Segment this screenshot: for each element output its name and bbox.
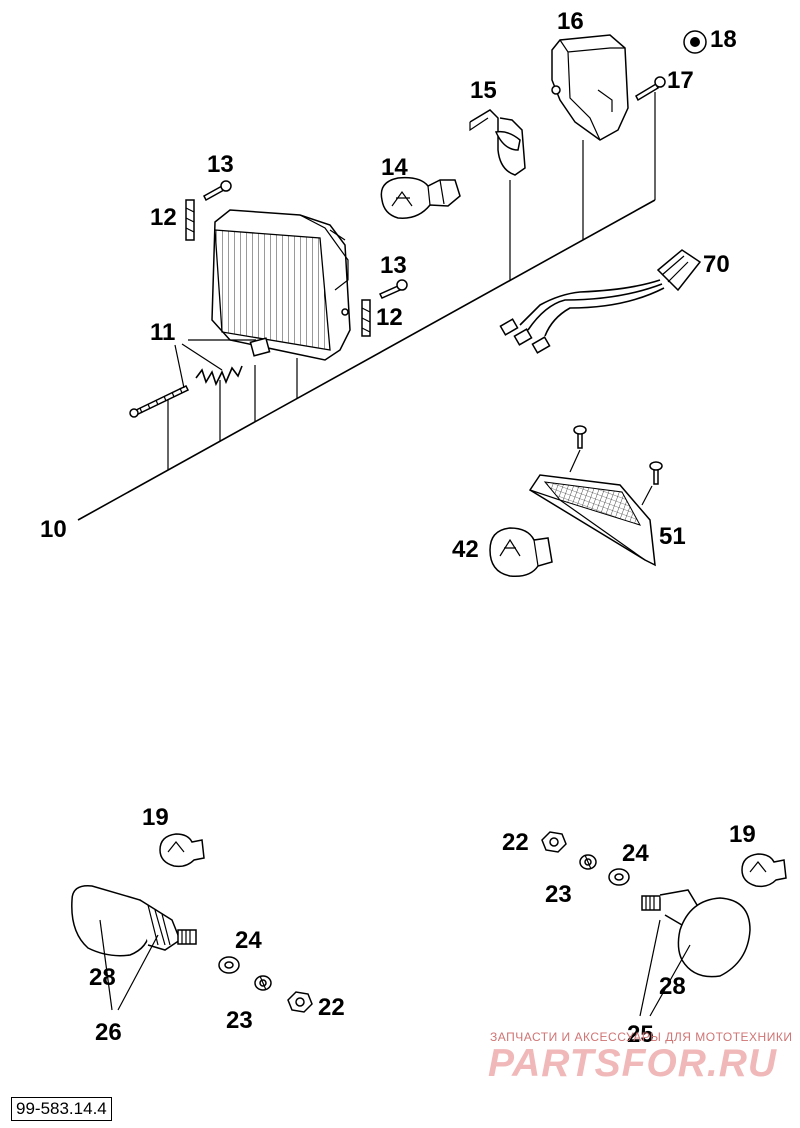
callout-13-top: 13 [207, 151, 234, 178]
callout-18: 18 [710, 26, 737, 53]
callout-25: 25 [627, 1021, 654, 1048]
tail-light-bulb [489, 527, 553, 578]
tail-light-screw-left [569, 425, 587, 473]
callout-13-right: 13 [380, 252, 407, 279]
tail-light-lens [528, 474, 656, 567]
bulb-holder-bracket [469, 109, 526, 176]
callout-23-left: 23 [226, 1007, 253, 1034]
callout-14: 14 [381, 154, 408, 181]
watermark-tagline: ЗАПЧАСТИ И АКСЕССУАРЫ ДЛЯ МОТОТЕХНИКИ [490, 1030, 793, 1044]
adjusting-screw [129, 385, 190, 418]
callout-22-left: 22 [318, 994, 345, 1021]
washer-24-left [218, 956, 240, 974]
leader-25 [639, 919, 691, 1017]
wiring-harness [499, 249, 702, 354]
callout-15: 15 [470, 77, 497, 104]
callout-22-right: 22 [502, 829, 529, 856]
callout-24-right: 24 [622, 840, 649, 867]
callout-24-left: 24 [235, 927, 262, 954]
headlight-lens [211, 209, 351, 361]
callout-23-right: 23 [545, 881, 572, 908]
adjusting-spring [195, 365, 243, 387]
washer-24-right [608, 868, 630, 886]
tail-light-screw-right [641, 461, 663, 506]
callout-12-right: 12 [376, 304, 403, 331]
watermark-brand: PARTSFOR.RU [488, 1042, 778, 1085]
callout-28-right: 28 [659, 973, 686, 1000]
turn-signal-right [641, 889, 751, 978]
headlight-cover [551, 34, 629, 141]
lock-washer-23-right [579, 854, 597, 870]
lock-washer-23-left [254, 975, 272, 991]
leader-26 [99, 919, 159, 1011]
nut-22-left [287, 991, 313, 1013]
bulb-19-left [159, 833, 205, 868]
adjusting-nut [249, 337, 271, 357]
callout-17: 17 [667, 67, 694, 94]
callout-11: 11 [150, 319, 175, 346]
callout-42: 42 [452, 536, 479, 563]
callout-12-left: 12 [150, 204, 177, 231]
callout-labels: 10 11 12 12 13 13 14 15 16 17 18 70 42 5… [40, 8, 756, 1048]
clip-12-left [185, 199, 195, 241]
callout-51: 51 [659, 523, 686, 550]
callout-26: 26 [95, 1019, 122, 1046]
leader-11 [174, 339, 256, 389]
callout-19-right: 19 [729, 821, 756, 848]
cover-screw [635, 76, 666, 102]
callout-28-left: 28 [89, 964, 116, 991]
screw-13-right [378, 279, 408, 299]
screw-13-top [203, 180, 232, 202]
assembly-leader-lines [77, 92, 656, 521]
turn-signal-left [71, 885, 197, 957]
bulb-19-right [741, 853, 787, 888]
callout-10: 10 [40, 516, 67, 543]
callout-70: 70 [703, 251, 730, 278]
clip-12-right [361, 299, 371, 337]
callout-19-left: 19 [142, 804, 169, 831]
headlight-bulb [380, 176, 461, 219]
diagram-reference-code: 99-583.14.4 [11, 1097, 112, 1121]
nut-22-right [541, 831, 567, 853]
rubber-grommet [683, 30, 707, 54]
callout-16: 16 [557, 8, 584, 35]
